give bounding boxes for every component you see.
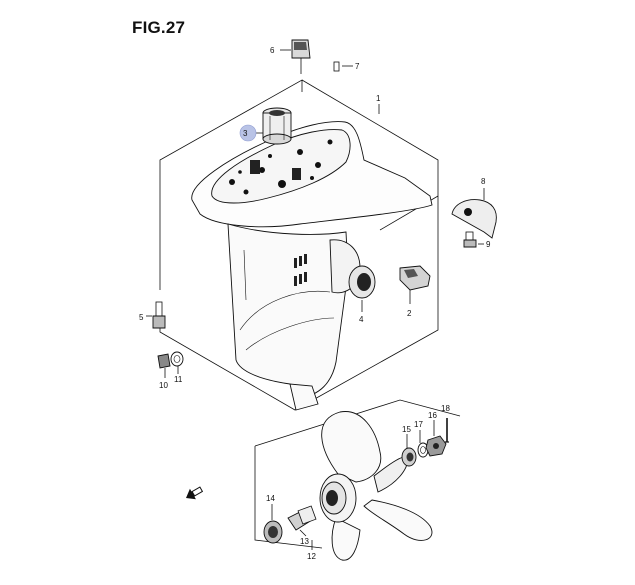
part-17-washer [417,430,429,458]
callout-7: 7 [355,62,360,71]
part-3-bushing [255,107,292,145]
callout-2: 2 [407,309,412,318]
part-12-propeller [311,411,433,561]
part-13-spacer [287,505,317,537]
part-1-gear-case [191,121,433,411]
part-4-oil-seal [348,265,376,312]
part-7-pin [333,61,353,72]
part-11-washer [170,351,184,374]
callout-13: 13 [300,537,309,546]
callout-14: 14 [266,494,275,503]
part-14-stopper [263,504,283,544]
callout-5: 5 [139,313,144,322]
callout-17: 17 [414,420,423,429]
callout-1: 1 [376,94,381,103]
callout-3: 3 [243,129,248,138]
figure-title: FIG.27 [132,18,186,37]
part-5-bolt [146,301,166,329]
callout-15: 15 [402,425,411,434]
callout-9: 9 [486,240,491,249]
callout-16: 16 [428,411,437,420]
callout-11: 11 [174,375,183,384]
callout-18: 18 [441,404,450,413]
lower-assembly-bracket [254,399,461,549]
callout-4: 4 [359,315,364,324]
callout-3-highlight [239,124,257,142]
part-6-grommet [280,39,311,74]
part-9-bolt [463,231,484,248]
callout-8: 8 [481,177,486,186]
part-2-clip [399,265,431,304]
callout-10: 10 [159,381,168,390]
part-8-trim-tab [451,188,497,239]
callout-12: 12 [307,552,316,561]
part-15-washer [401,434,417,467]
callout-labels: 1 2 3 4 5 6 7 8 9 10 11 12 13 14 15 16 1… [139,46,491,561]
part-10-plug [157,353,171,378]
front-direction-arrow-icon [186,486,204,500]
callout-6: 6 [270,46,275,55]
part-18-cotter-pin [445,418,449,443]
part-16-nut [425,420,447,457]
